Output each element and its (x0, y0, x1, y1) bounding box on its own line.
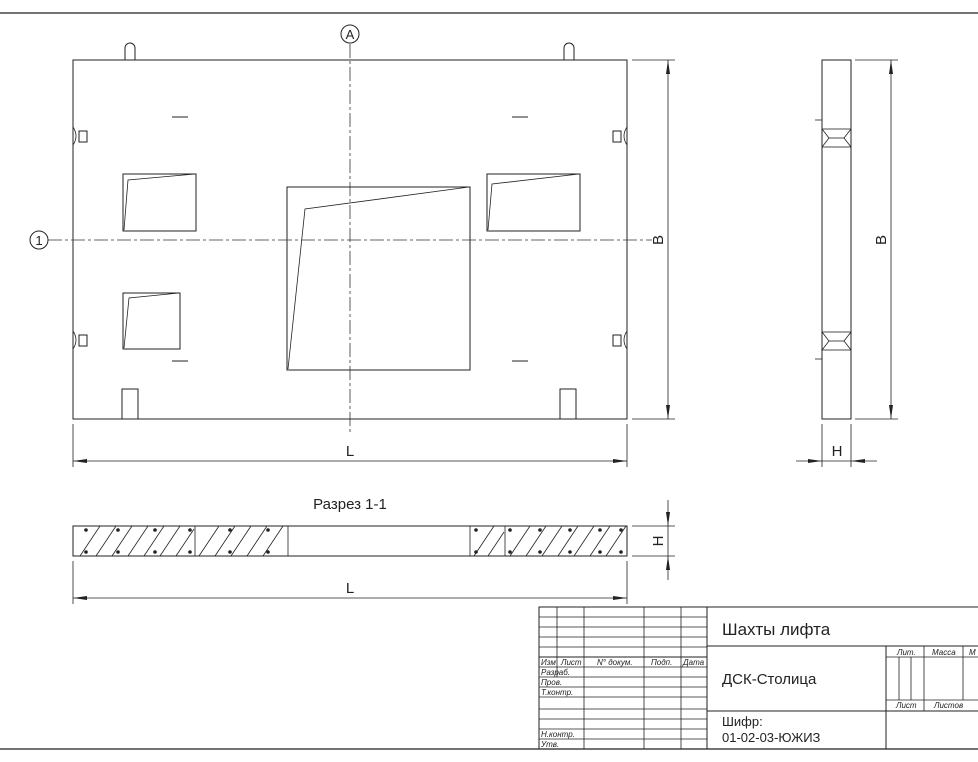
row-check: Пров. (541, 678, 562, 687)
section-hatch-right (469, 525, 627, 557)
section-title: Разрез 1-1 (313, 496, 387, 513)
col-doc: N° докум. (597, 658, 633, 667)
rebar-dots (84, 528, 623, 554)
side-view-outline (821, 59, 852, 420)
drawing-title: Шахты лифта (722, 620, 831, 639)
side-pocket-right-top (612, 126, 628, 146)
row-approve: Утв. (540, 740, 559, 749)
side-pocket-left-top (72, 126, 88, 146)
axis-1-bubble (29, 230, 49, 250)
dimension-length-label: L (346, 443, 354, 460)
dimension-height-front: B (632, 59, 675, 420)
lifting-loop-left (124, 42, 136, 60)
code-label: Шифр: (722, 714, 763, 729)
dimension-height-label: B (650, 235, 667, 245)
side-joint-top (821, 128, 852, 148)
opening-center (286, 186, 471, 371)
section-outline (72, 525, 628, 557)
dimension-height-side-label: B (873, 235, 890, 245)
section-hatch-left (79, 525, 289, 557)
lifting-loop-right (563, 42, 575, 60)
dimension-height-side: B (855, 59, 898, 420)
bottom-recess-left (121, 388, 139, 420)
col-izm: Изм (541, 658, 556, 667)
side-joint-bottom (821, 331, 852, 351)
dimension-thickness-section: H (632, 500, 675, 580)
front-view: А 1 L B (29, 24, 675, 467)
stamp-mass: Масса (932, 648, 956, 657)
stamp-sheet: Лист (895, 701, 917, 710)
side-pocket-left-bottom (72, 330, 88, 350)
opening-top-right (486, 173, 581, 232)
col-sign: Подп. (651, 658, 672, 667)
opening-top-left (122, 173, 197, 232)
side-pocket-right-bottom (612, 330, 628, 350)
axis-a-label: А (346, 27, 355, 42)
organization-name: ДСК-Столица (722, 671, 817, 688)
section-view: Разрез 1-1 (72, 496, 675, 604)
row-dev: Разраб. (541, 668, 570, 677)
side-view: B H (796, 59, 898, 467)
col-date: Дата (682, 658, 705, 667)
title-block: Изм Лист N° докум. Подп. Дата Разраб. Пр… (538, 606, 978, 750)
stamp-scale: М (969, 648, 976, 657)
stamp-sheets: Листов (933, 701, 963, 710)
row-tcontrol: Т.контр. (541, 688, 573, 697)
bottom-recess-right (559, 388, 577, 420)
dimension-thickness-section-label: H (650, 536, 667, 547)
dimension-length-section: L (72, 561, 628, 604)
axis-1-label: 1 (35, 233, 42, 248)
opening-bottom-left (122, 292, 181, 350)
dimension-thickness-side: H (796, 424, 877, 467)
dimension-thickness-side-label: H (832, 443, 843, 460)
stamp-lit: Лит. (896, 648, 916, 657)
drawing-code: 01-02-03-ЮЖИЗ (722, 730, 821, 745)
row-ncontrol: Н.контр. (541, 730, 575, 739)
dimension-length-front: L (72, 424, 628, 467)
axis-a-bubble (340, 24, 360, 44)
col-list: Лист (560, 658, 582, 667)
dimension-length-section-label: L (346, 580, 354, 597)
